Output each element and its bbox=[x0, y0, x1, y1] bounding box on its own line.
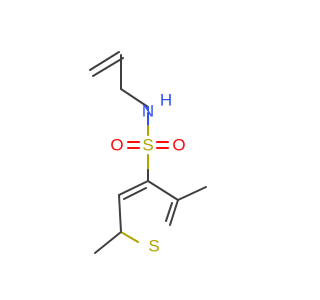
nitrogen-label: N bbox=[142, 102, 154, 121]
bond-c2-s bbox=[169, 199, 179, 226]
structure-diagram: N H S O O S bbox=[89, 51, 207, 256]
bond-c3-c2 bbox=[147, 180, 179, 201]
bond-c3-c4 bbox=[118, 180, 149, 196]
bond-vinyl-double-a bbox=[92, 57, 124, 77]
bond-s-c5 bbox=[120, 231, 139, 243]
ring-sulfur-label: S bbox=[148, 237, 159, 256]
bond-c2-methyl bbox=[177, 186, 207, 201]
bond-c5-methyl bbox=[94, 231, 122, 254]
atom-labels: N H S O O S bbox=[110, 91, 185, 256]
hydrogen-label: H bbox=[160, 91, 172, 110]
oxygen-left-label: O bbox=[110, 136, 123, 155]
bond-ch2-ch2 bbox=[120, 88, 149, 108]
bonds bbox=[89, 51, 207, 254]
sulfonyl-sulfur-label: S bbox=[142, 136, 153, 155]
bond-c4-c5 bbox=[118, 194, 122, 233]
bond-c3-c4-inner bbox=[123, 187, 147, 200]
oxygen-right-label: O bbox=[172, 136, 185, 155]
bond-c2-s-inner bbox=[165, 202, 173, 222]
bond-vinyl-double-b bbox=[89, 51, 120, 71]
